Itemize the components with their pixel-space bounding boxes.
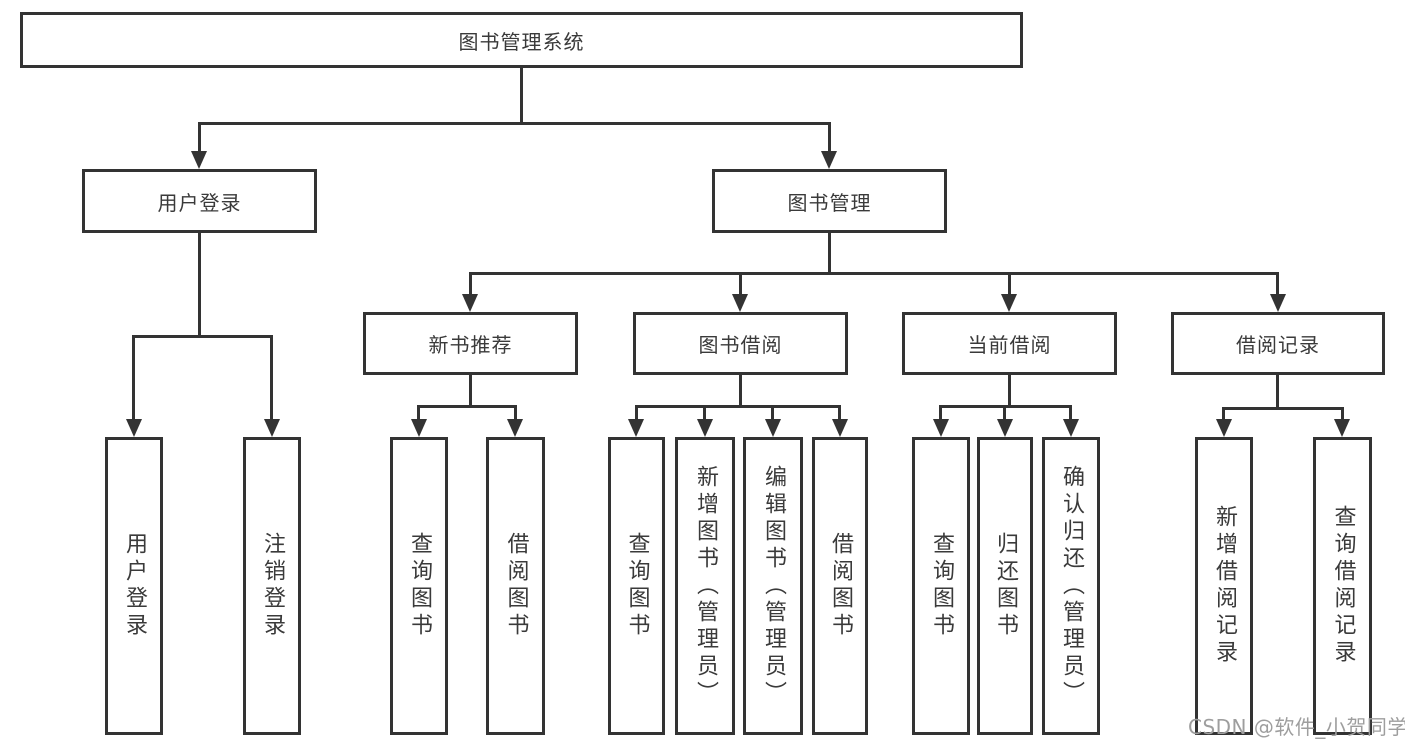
connector-line	[838, 405, 841, 419]
node-new-book-recommend: 新书推荐	[363, 312, 578, 375]
arrow-down-icon	[628, 419, 644, 437]
connector-line	[417, 405, 517, 408]
arrow-down-icon	[821, 151, 837, 169]
connector-line	[469, 272, 1279, 275]
node-user-login: 用户登录	[82, 169, 317, 233]
leaf-user-login: 用户登录	[105, 437, 163, 735]
leaf-borrow-books-borrowing: 借阅图书	[812, 437, 868, 735]
node-book-management: 图书管理	[712, 169, 947, 233]
arrow-down-icon	[1063, 419, 1079, 437]
leaf-user-login-label: 用户登录	[122, 532, 147, 640]
arrow-down-icon	[997, 419, 1013, 437]
connector-line	[132, 335, 273, 338]
connector-line	[635, 405, 841, 408]
connector-line	[198, 122, 831, 125]
connector-line	[939, 405, 942, 419]
connector-line	[469, 272, 472, 294]
connector-line	[198, 233, 201, 335]
connector-line	[771, 405, 774, 419]
connector-line	[1276, 375, 1279, 407]
arrow-down-icon	[933, 419, 949, 437]
leaf-confirm-return-admin-label: 确认归还（管理员）	[1059, 464, 1084, 708]
arrow-down-icon	[462, 294, 478, 312]
node-book-borrowing-label: 图书借阅	[698, 333, 783, 357]
connector-line	[1003, 405, 1006, 419]
arrow-down-icon	[1001, 294, 1017, 312]
connector-line	[828, 233, 831, 272]
leaf-edit-book-admin-label: 编辑图书（管理员）	[761, 464, 786, 708]
arrow-down-icon	[411, 419, 427, 437]
arrow-down-icon	[1270, 294, 1286, 312]
connector-line	[198, 122, 201, 151]
connector-line	[1222, 407, 1344, 410]
leaf-return-books-label: 归还图书	[993, 532, 1018, 640]
connector-line	[270, 335, 273, 419]
leaf-confirm-return-admin: 确认归还（管理员）	[1042, 437, 1100, 735]
connector-line	[132, 335, 135, 419]
node-borrowing-records-label: 借阅记录	[1236, 333, 1320, 357]
node-library-system-label: 图书管理系统	[458, 29, 585, 54]
connector-line	[1222, 407, 1225, 419]
connector-line	[1276, 272, 1279, 294]
connector-line	[828, 122, 831, 151]
connector-line	[1341, 407, 1344, 419]
leaf-query-books-current: 查询图书	[912, 437, 970, 735]
node-new-book-recommend-label: 新书推荐	[428, 333, 513, 357]
arrow-down-icon	[732, 294, 748, 312]
leaf-add-book-admin: 新增图书（管理员）	[675, 437, 735, 735]
leaf-add-borrow-record: 新增借阅记录	[1195, 437, 1253, 735]
leaf-edit-book-admin: 编辑图书（管理员）	[743, 437, 803, 735]
connector-line	[1008, 375, 1011, 405]
connector-line	[635, 405, 638, 419]
leaf-query-books-current-label: 查询图书	[929, 532, 954, 640]
node-user-login-label: 用户登录	[157, 190, 242, 215]
leaf-borrow-books-borrowing-label: 借阅图书	[828, 532, 853, 640]
connector-line	[469, 375, 472, 405]
connector-line	[1069, 405, 1072, 419]
connector-line	[417, 405, 420, 419]
node-library-system: 图书管理系统	[20, 12, 1023, 68]
leaf-return-books: 归还图书	[977, 437, 1033, 735]
watermark-text: CSDN @软件_小贺同学	[1188, 715, 1405, 739]
arrow-down-icon	[191, 151, 207, 169]
connector-line	[514, 405, 517, 419]
connector-line	[739, 375, 742, 405]
leaf-query-books-recommend: 查询图书	[390, 437, 448, 735]
leaf-borrow-books-recommend-label: 借阅图书	[503, 532, 529, 640]
leaf-query-books-borrowing-label: 查询图书	[624, 532, 650, 640]
leaf-add-book-admin-label: 新增图书（管理员）	[693, 464, 718, 708]
node-borrowing-records: 借阅记录	[1171, 312, 1385, 375]
arrow-down-icon	[1216, 419, 1232, 437]
node-book-management-label: 图书管理	[787, 190, 872, 215]
connector-line	[1008, 272, 1011, 294]
leaf-query-books-borrowing: 查询图书	[608, 437, 665, 735]
arrow-down-icon	[697, 419, 713, 437]
leaf-logout: 注销登录	[243, 437, 301, 735]
leaf-borrow-books-recommend: 借阅图书	[486, 437, 545, 735]
leaf-add-borrow-record-label: 新增借阅记录	[1212, 505, 1237, 667]
connector-line	[703, 405, 706, 419]
leaf-query-books-recommend-label: 查询图书	[407, 532, 432, 640]
connector-line	[739, 272, 742, 294]
node-book-borrowing: 图书借阅	[633, 312, 848, 375]
arrow-down-icon	[264, 419, 280, 437]
arrow-down-icon	[832, 419, 848, 437]
arrow-down-icon	[1334, 419, 1350, 437]
arrow-down-icon	[765, 419, 781, 437]
arrow-down-icon	[126, 419, 142, 437]
leaf-logout-label: 注销登录	[260, 532, 285, 640]
arrow-down-icon	[507, 419, 523, 437]
leaf-query-borrow-record: 查询借阅记录	[1313, 437, 1372, 735]
leaf-query-borrow-record-label: 查询借阅记录	[1330, 505, 1356, 667]
node-current-borrowing: 当前借阅	[902, 312, 1117, 375]
connector-line	[520, 68, 523, 122]
node-current-borrowing-label: 当前借阅	[967, 333, 1052, 357]
